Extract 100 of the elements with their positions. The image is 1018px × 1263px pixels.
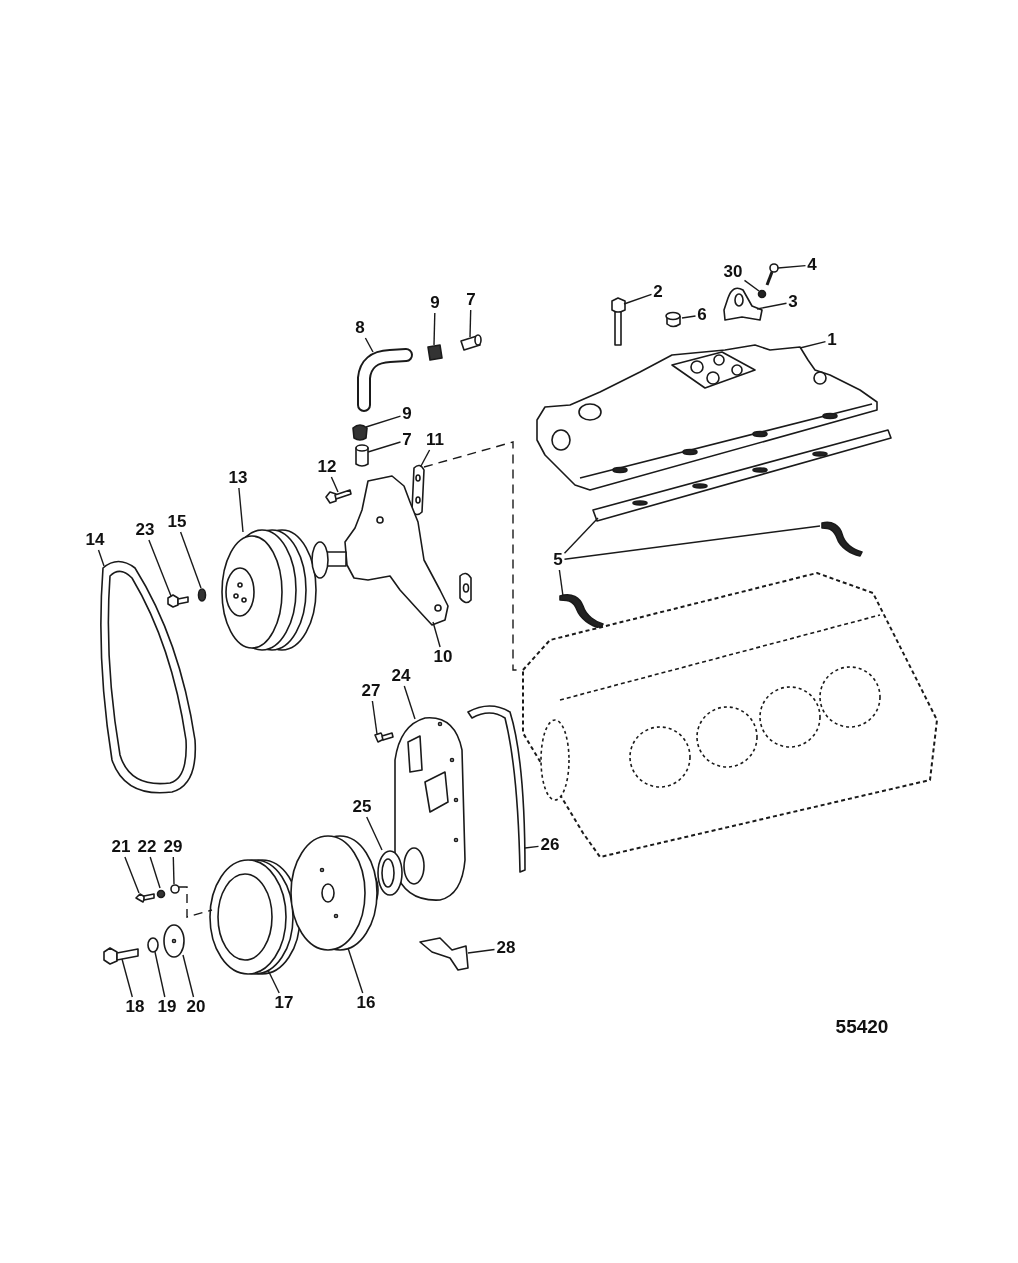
bolt-drawing (765, 263, 779, 286)
leader-line (756, 302, 788, 310)
callout-number: 9 (430, 294, 440, 312)
callout-number: 4 (807, 256, 817, 274)
washer-drawing (156, 889, 166, 899)
leader-line (367, 441, 402, 453)
leader-line (124, 856, 140, 894)
gasket-drawing (592, 429, 892, 522)
bracket-drawing (723, 287, 763, 321)
leader-line (420, 449, 431, 467)
callout-number: 17 (274, 994, 294, 1012)
leader-line (182, 954, 195, 998)
callout-number: 13 (228, 469, 248, 487)
bolt-drawing (374, 732, 394, 743)
bracket-drawing (419, 937, 469, 971)
leader-line (97, 549, 105, 567)
leader-line (563, 525, 821, 560)
callout-number: 5 (553, 551, 563, 569)
leader-line (330, 476, 339, 493)
leader-line (172, 856, 175, 885)
callout-number: 27 (361, 682, 381, 700)
callout-number: 9 (402, 405, 412, 423)
pulley-drawing (221, 529, 317, 651)
callout-number: 16 (356, 994, 376, 1012)
seal-strip-drawing (821, 521, 863, 557)
leader-line (432, 621, 441, 648)
plug-drawing (665, 311, 681, 328)
callout-number: 24 (391, 667, 411, 685)
leader-line (148, 539, 172, 597)
belt-drawing (100, 560, 197, 794)
seal-strip-drawing (559, 593, 604, 629)
gasket-drawing (467, 705, 526, 873)
washer-drawing (197, 588, 207, 602)
leader-line (558, 569, 564, 597)
callout-number: 21 (111, 838, 131, 856)
leader-line (179, 531, 202, 589)
callout-number: 8 (355, 319, 365, 337)
leader-line (347, 947, 364, 994)
hose-clamp-drawing (352, 424, 368, 441)
callout-number: 6 (697, 306, 707, 324)
leader-line (267, 969, 280, 994)
gasket-drawing (411, 464, 425, 516)
callout-number: 23 (135, 521, 155, 539)
bolt-drawing (325, 489, 352, 504)
bolt-drawing (135, 893, 155, 903)
callout-number: 30 (723, 263, 743, 281)
washer-drawing (170, 884, 180, 894)
timing-cover-drawing (394, 716, 466, 901)
hose-clamp-drawing (427, 344, 443, 361)
callout-number: 22 (137, 838, 157, 856)
bolt-drawing (167, 594, 189, 608)
callout-number: 11 (426, 431, 444, 449)
drawing-number: 55420 (835, 1016, 889, 1038)
leader-line (365, 415, 402, 428)
callout-number: 2 (653, 283, 663, 301)
oil-seal-drawing (377, 850, 403, 896)
leader-line (433, 312, 436, 346)
pulley-drawing (209, 859, 301, 975)
callout-number: 28 (496, 939, 516, 957)
leader-line (149, 856, 161, 889)
leader-line (238, 487, 244, 533)
balancer-drawing (290, 835, 379, 951)
bolt-drawing (103, 947, 139, 965)
callout-number: 12 (317, 458, 337, 476)
callout-number: 15 (167, 513, 187, 531)
leader-line (623, 293, 653, 305)
water-pump-drawing (311, 475, 449, 626)
leader-line (469, 309, 472, 338)
leader-line (524, 845, 540, 849)
leader-line (364, 337, 374, 353)
callout-number: 26 (540, 836, 560, 854)
tube-fitting-drawing (460, 334, 482, 351)
callout-number: 7 (466, 291, 476, 309)
leader-line (467, 948, 496, 954)
callout-number: 14 (85, 531, 105, 549)
leader-line (743, 279, 760, 292)
intake-manifold-drawing (536, 344, 878, 491)
callout-number: 3 (788, 293, 798, 311)
leader-line (366, 816, 383, 851)
nut-drawing (757, 289, 767, 299)
leader-line (403, 685, 416, 720)
leader-line (799, 340, 827, 349)
callout-number: 19 (157, 998, 177, 1016)
leader-line (563, 517, 599, 554)
leader-line (777, 264, 807, 269)
leader-line (154, 951, 166, 998)
washer-drawing (163, 924, 185, 958)
callout-number: 1 (827, 331, 837, 349)
callout-number: 10 (433, 648, 453, 666)
tube-fitting-drawing (355, 444, 369, 467)
callout-number: 20 (186, 998, 206, 1016)
callout-number: 7 (402, 431, 412, 449)
leader-line (121, 958, 133, 998)
leader-line (371, 700, 378, 735)
callout-number: 29 (163, 838, 183, 856)
callout-number: 25 (352, 798, 372, 816)
dashed-alignment-line (178, 886, 213, 918)
leader-line (681, 315, 697, 319)
bolt-drawing (611, 297, 626, 346)
callout-number: 18 (125, 998, 145, 1016)
